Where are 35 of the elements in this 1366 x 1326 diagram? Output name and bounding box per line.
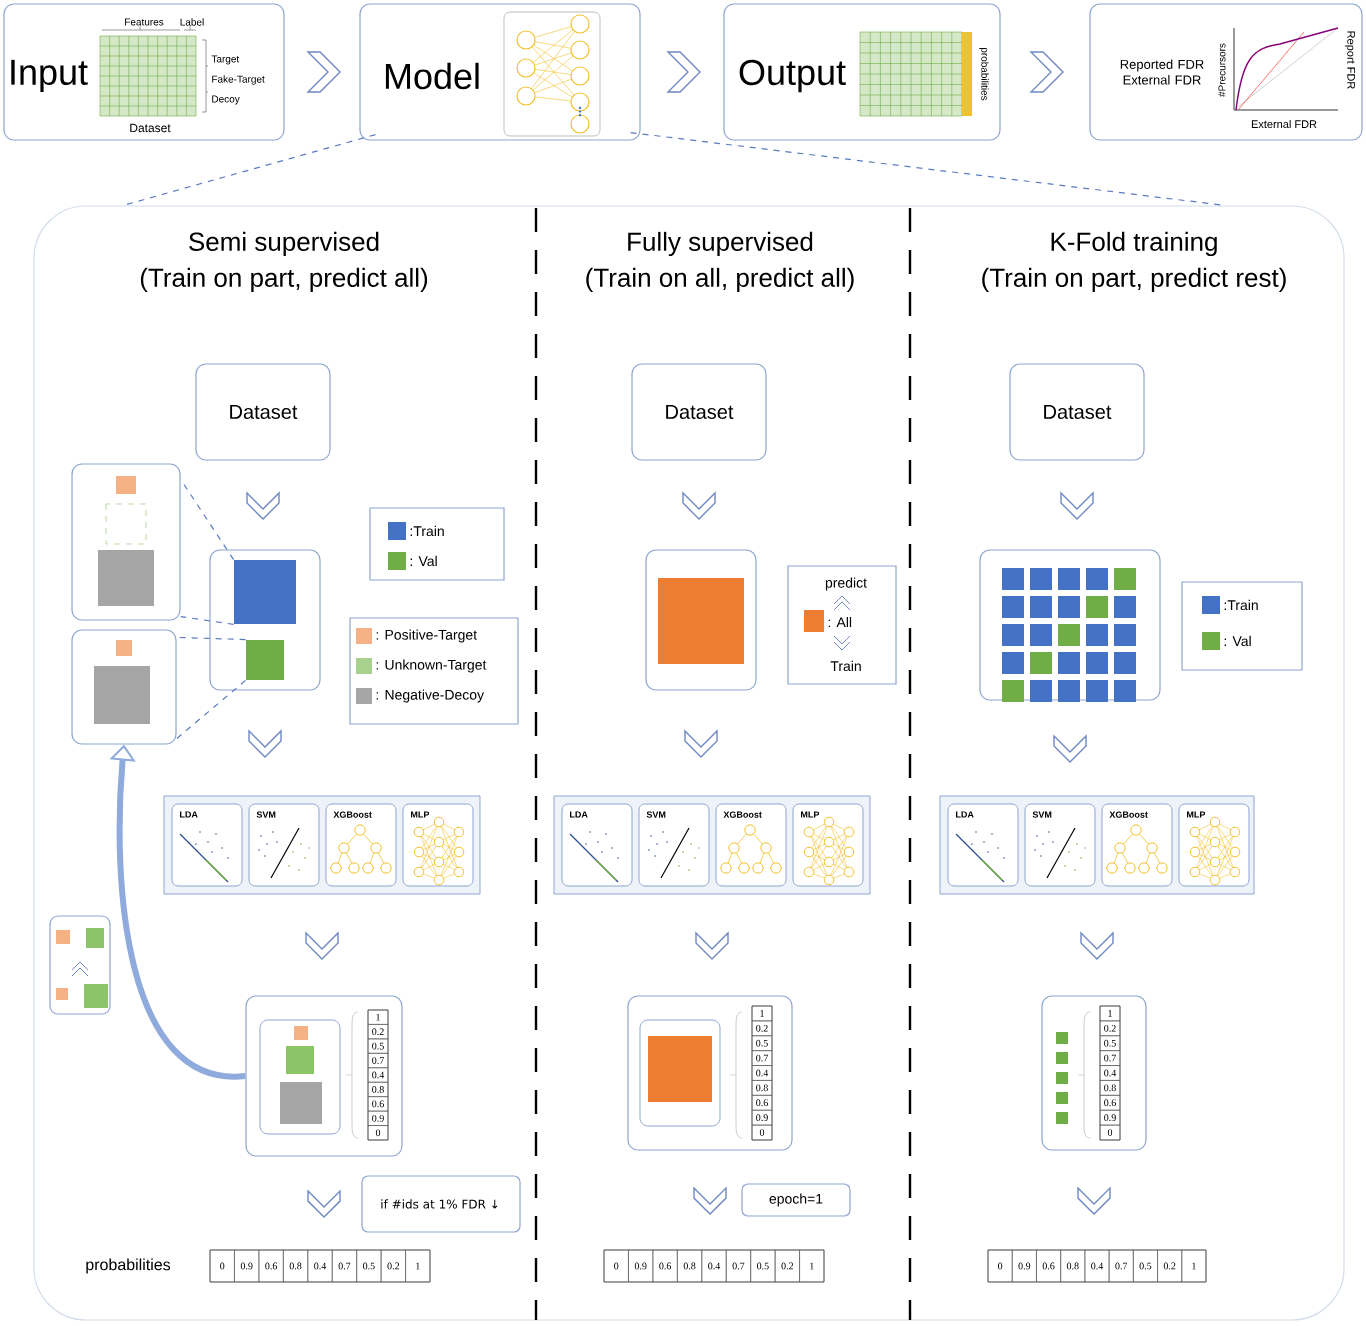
zoom-line: [180, 616, 235, 625]
val-square: [246, 640, 284, 680]
chevron-arrow: [1029, 51, 1064, 93]
zoom-line: [180, 478, 235, 561]
column-heading: (Train on part, predict rest): [982, 267, 1286, 293]
method-panel: [33, 205, 1345, 1321]
chevron-arrow: [682, 491, 716, 520]
zoom-line: [176, 636, 247, 641]
chevron-arrow: [1060, 491, 1094, 520]
zoom-line: [176, 679, 247, 740]
chevron-arrow: [693, 1186, 727, 1216]
chevron-arrow: [684, 729, 718, 759]
chevron-arrow: [246, 491, 280, 520]
column-heading: K-Fold training: [1051, 231, 1217, 257]
chevron-arrow: [248, 729, 282, 759]
chevron-arrow: [306, 51, 341, 93]
dataset-box: Dataset: [195, 363, 331, 461]
column-heading: (Train on part, predict all): [140, 267, 428, 293]
chevron-arrow: [1080, 931, 1114, 960]
chevron-arrow: [695, 931, 729, 960]
chevron-arrow: [666, 51, 701, 93]
dataset-box: Dataset: [1009, 363, 1145, 461]
zoom-line: [122, 134, 376, 206]
column-heading: Fully supervised: [628, 231, 813, 257]
chevron-arrow: [1053, 734, 1087, 764]
chevron-arrow: [1077, 1186, 1111, 1216]
model-panel: Model: [359, 3, 641, 141]
chevron-arrow: [305, 931, 339, 960]
chevron-arrow: [307, 1189, 341, 1219]
zoom-line: [630, 132, 1226, 206]
column-heading: Semi supervised: [189, 231, 379, 257]
dataset-box: Dataset: [631, 363, 767, 461]
train-square: [234, 560, 296, 624]
axis-label: probabilities: [86, 1258, 171, 1274]
column-heading: (Train on all, predict all): [586, 267, 854, 293]
